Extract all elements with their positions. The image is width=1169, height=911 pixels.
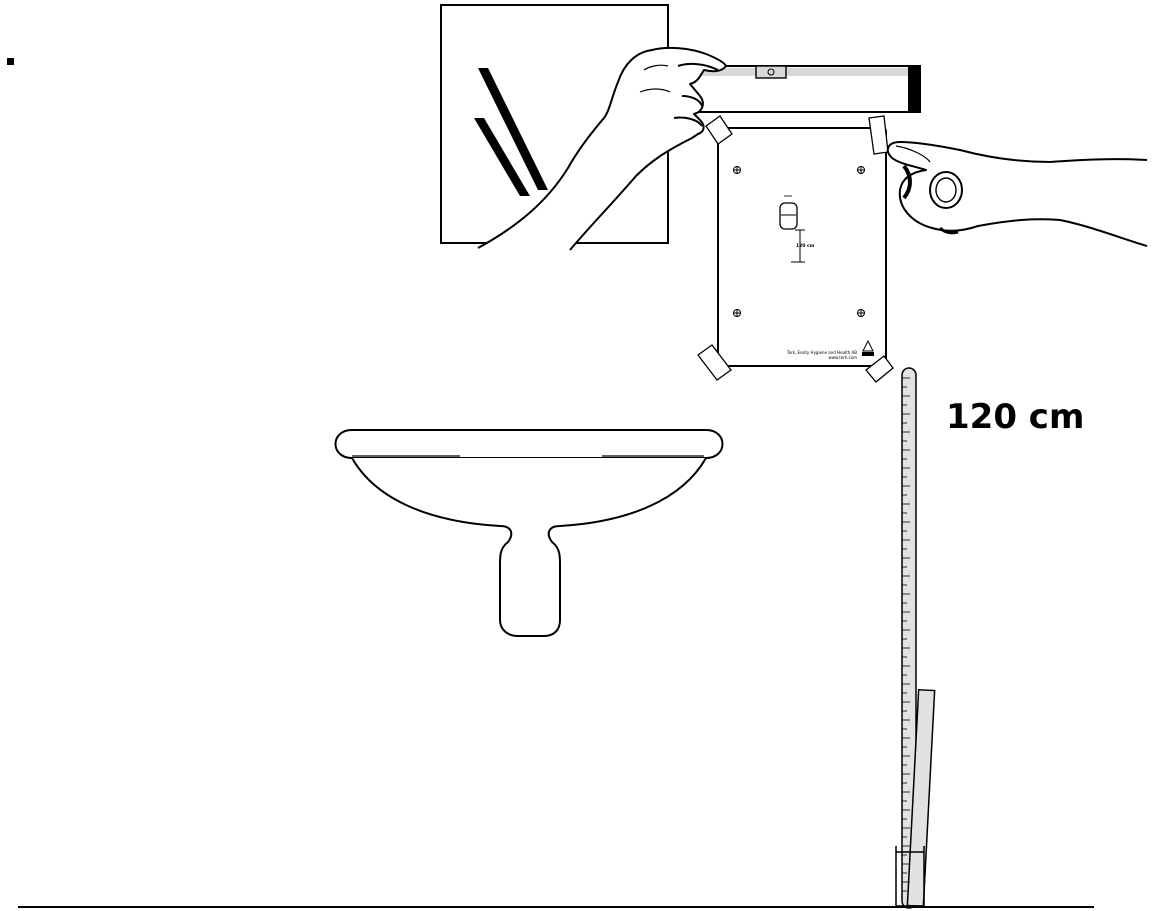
bullet-marker — [7, 58, 14, 65]
spirit-level — [675, 65, 921, 113]
height-marker — [791, 229, 805, 263]
right-hand — [886, 141, 1148, 247]
screw-hole-icon — [733, 166, 865, 317]
template-height-label: 120 cm — [796, 243, 815, 249]
brand-logo-icon — [862, 339, 874, 356]
tape-pieces — [697, 115, 894, 383]
measuring-rule — [895, 367, 936, 909]
template-footer-line2: www.tork.com — [828, 355, 857, 360]
template-footer-line1: Tork, Essity Hygiene and Health AB — [786, 350, 857, 355]
wash-basin — [334, 429, 724, 637]
left-hand — [477, 46, 727, 251]
dispenser-icon — [779, 195, 798, 230]
measurement-label: 120 cm — [946, 397, 1084, 437]
mounting-template: 120 cm Tork, Essity Hygiene and Health A… — [717, 127, 887, 367]
